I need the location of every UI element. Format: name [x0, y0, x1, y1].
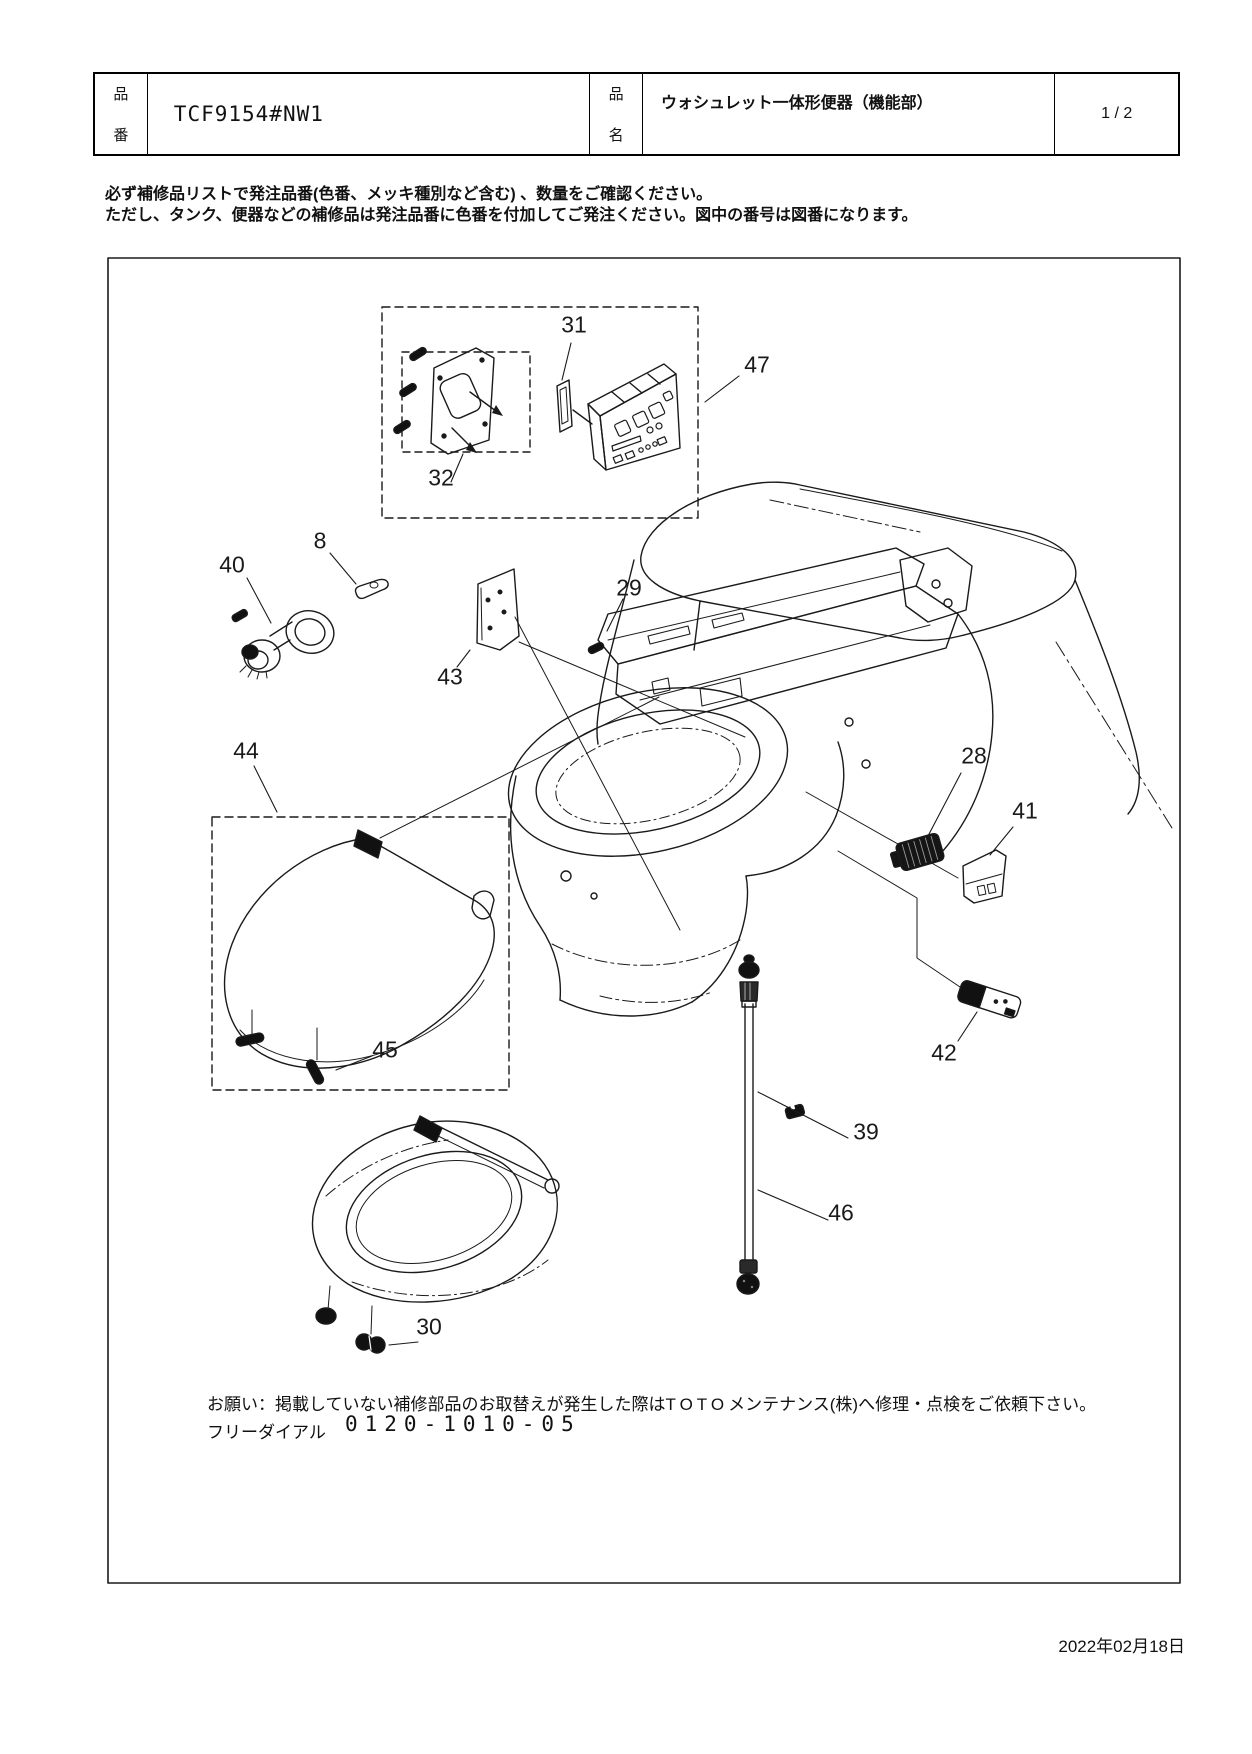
part-label-45: 45: [372, 1036, 398, 1063]
part-31-plate-drawing: [556, 379, 593, 433]
header-table: 品 番 TCF9154#NW1 品 名 ウォシュレット一体形便器（機能部） 1 …: [93, 72, 1180, 156]
product-name-label-char2: 名: [608, 127, 624, 144]
page-indicator: 1 / 2: [1101, 105, 1133, 122]
part-number-label-char2: 番: [113, 127, 129, 144]
leader-lines: [246, 342, 1014, 1346]
part-number-label: 品 番: [95, 74, 148, 154]
part-label-44: 44: [233, 737, 259, 764]
part-44-lid-drawing: [223, 829, 495, 1069]
free-dial-number: 0120-1010-05: [345, 1412, 581, 1436]
part-40-valve-drawing: [231, 608, 335, 680]
diagram-frame: [107, 257, 1181, 1584]
free-dial-label: フリーダイアル: [207, 1423, 326, 1442]
group-box-47: [381, 306, 699, 519]
document-date: 2022年02月18日: [1058, 1637, 1185, 1656]
maintenance-notice: お願い：掲載していない補修部品のお取替えが発生した際はTOTOメンテナンス(株)…: [207, 1390, 1096, 1415]
product-name-value: ウォシュレット一体形便器（機能部）: [643, 74, 1056, 154]
group-box-44: [211, 816, 510, 1091]
maintenance-notice-post: メンテナンス(株)へ修理・点検をご依頼下さい。: [728, 1395, 1097, 1414]
part-label-32: 32: [428, 464, 454, 491]
part-43-plate-drawing: [476, 568, 520, 651]
part-label-46: 46: [828, 1199, 854, 1226]
group-box-32: [401, 351, 531, 453]
part-number-label-char1: 品: [113, 86, 129, 103]
product-name-label-char1: 品: [608, 86, 624, 103]
part-32-bracket-drawing: [393, 346, 503, 455]
ordering-note-line2: ただし、タンク、便器などの補修品は発注品番に色番を付加してご発注ください。図中の…: [105, 207, 918, 224]
washlet-deck-drawing: [597, 547, 994, 853]
reference-lines: [379, 616, 1173, 988]
part-label-43: 43: [437, 663, 463, 690]
part-label-29: 29: [616, 574, 642, 601]
part-29-screw-drawing: [587, 641, 605, 655]
part-30-seat-ring-drawing: [311, 1115, 560, 1354]
part-number-value: TCF9154#NW1: [148, 74, 591, 154]
maintenance-notice-pre: お願い：掲載していない補修部品のお取替えが発生した際は: [207, 1395, 666, 1414]
part-label-40: 40: [219, 551, 245, 578]
part-41-cover-drawing: [962, 849, 1007, 904]
part-label-28: 28: [961, 742, 987, 769]
toto-brand-text: TOTO: [665, 1395, 729, 1414]
part-46-hose-drawing: [736, 954, 760, 1295]
toilet-bowl-drawing: [507, 687, 845, 1017]
part-label-8: 8: [313, 527, 327, 554]
part-label-39: 39: [853, 1118, 879, 1145]
part-28-cartridge-drawing: [889, 832, 945, 872]
part-45-screws-drawing: [235, 1009, 325, 1085]
ordering-notes: 必ず補修品リストで発注品番(色番、メッキ種別など含む) 、数量をご確認ください。…: [105, 184, 917, 226]
product-name-label: 品 名: [590, 74, 643, 154]
part-label-47: 47: [744, 351, 770, 378]
part-42-stick-drawing: [957, 980, 1022, 1019]
part-47-control-panel-drawing: [587, 363, 681, 471]
part-8-clamp-drawing: [354, 578, 389, 600]
ordering-note-line1: 必ず補修品リストで発注品番(色番、メッキ種別など含む) 、数量をご確認ください。: [105, 186, 713, 203]
part-label-41: 41: [1012, 797, 1038, 824]
part-label-30: 30: [416, 1313, 442, 1340]
part-label-42: 42: [931, 1039, 957, 1066]
part-label-31: 31: [561, 311, 587, 338]
